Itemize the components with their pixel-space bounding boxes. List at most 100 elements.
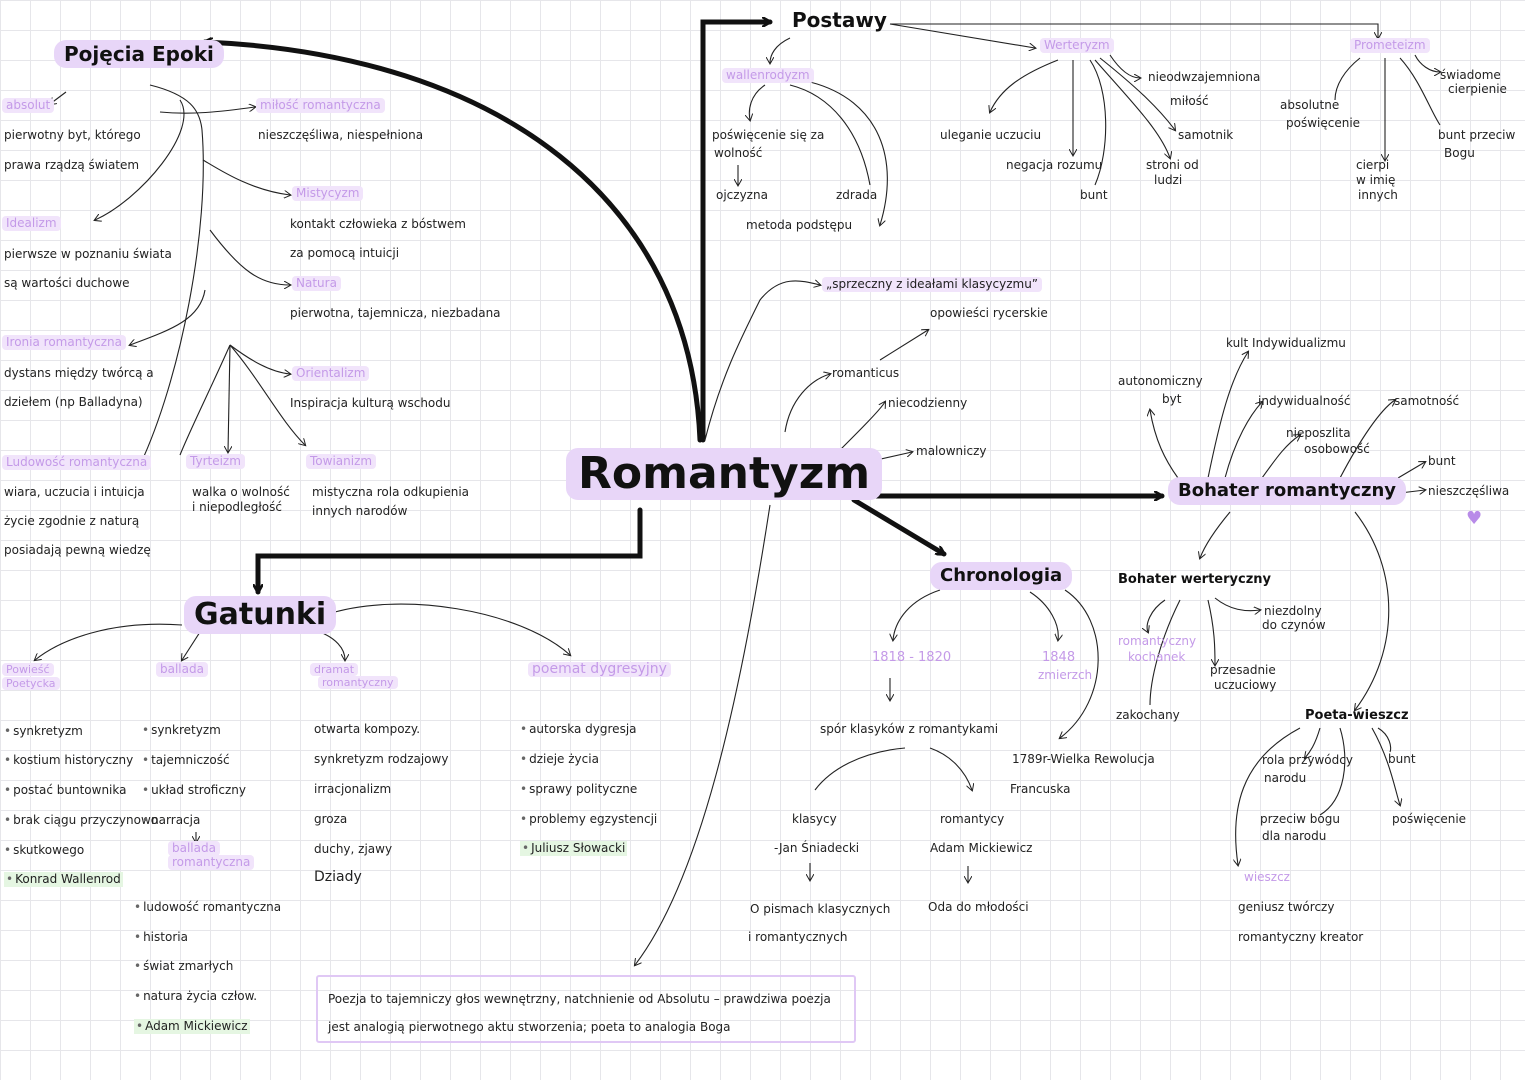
prometeizm-c4: w imię <box>1356 173 1396 187</box>
central-topic: Romantyzm <box>566 448 883 500</box>
poetry-quote-line-1: Poezja to tajemniczy głos wewnętrzny, na… <box>328 992 831 1006</box>
powiesc-label-1: Powieść <box>2 663 54 676</box>
ironia-desc-2: dziełem (np Balladyna) <box>4 395 143 409</box>
werteryczny-c6: niezdolny <box>1264 604 1322 618</box>
wallenrodyzm-c3: ojczyzna <box>716 188 768 202</box>
etymology-c4: niecodzienny <box>888 396 968 410</box>
idealizm-desc-2: są wartości duchowe <box>4 276 130 290</box>
idealizm-desc-1: pierwsze w poznaniu świata <box>4 247 172 261</box>
ludowosc-label: Ludowość romantyczna <box>2 455 152 470</box>
werteryzm-c6: samotnik <box>1178 128 1234 142</box>
werteryczny-c1: romantyczny <box>1118 634 1197 648</box>
poeta-c5: dla narodu <box>1262 829 1327 843</box>
werteryzm-c2: negacja rozumu <box>1006 158 1103 172</box>
powiesc-item-2: kostium historyczny <box>4 753 133 768</box>
prometeizm-c7: Bogu <box>1444 146 1475 160</box>
tyrteizm-desc-2: i niepodległość <box>192 500 282 514</box>
chrono-rewolucja-1: 1789r-Wielka Rewolucja <box>1012 752 1155 766</box>
poeta-c8: geniusz twórczy <box>1238 900 1335 914</box>
gatunki-title: Gatunki <box>184 596 337 634</box>
mistycyzm-desc-1: kontakt człowieka z bóstwem <box>290 217 466 231</box>
mistycyzm-label: Mistycyzm <box>292 186 364 201</box>
ballada-sub-item-4: natura życia człow. <box>134 989 257 1004</box>
ballada-item-4: narracja <box>142 813 200 828</box>
orientalizm-label: Orientalizm <box>292 366 370 381</box>
ballada-item-3: układ stroficzny <box>142 783 246 798</box>
chrono-o2: i romantycznych <box>748 930 848 944</box>
wallenrodyzm-c4: zdrada <box>836 188 878 202</box>
chrono-jan: -Jan Śniadecki <box>774 841 860 855</box>
poeta-c4: przeciw bogu <box>1260 812 1340 826</box>
werteryczny-c5: uczuciowy <box>1214 678 1277 692</box>
etymology-c2: opowieści rycerskie <box>930 306 1048 320</box>
towianizm-desc-1: mistyczna rola odkupienia <box>312 485 470 499</box>
werteryczny-c2: kochanek <box>1128 650 1186 664</box>
towianizm-label: Towianizm <box>306 454 377 469</box>
ballada-sub-item-2: historia <box>134 930 188 945</box>
prometeizm-c8: świadome <box>1440 68 1501 82</box>
dramat-item-1: otwarta kompozy. <box>314 722 421 736</box>
dramat-work: Dziady <box>314 869 362 885</box>
epoka-title: Pojęcia Epoki <box>54 40 224 68</box>
poeta-c6: poświęcenie <box>1392 812 1467 826</box>
idealizm-label: Idealizm <box>2 216 61 231</box>
ludowosc-desc-1: wiara, uczucia i intuicja <box>4 485 145 499</box>
ballada-sub-item-1: ludowość romantyczna <box>134 900 281 915</box>
chrono-klasycy: klasycy <box>792 812 837 826</box>
tyrteizm-desc-1: walka o wolność <box>192 485 290 499</box>
poeta-c3: bunt <box>1388 752 1416 766</box>
natura-label: Natura <box>292 276 341 291</box>
werteryzm-c5: ludzi <box>1154 173 1183 187</box>
ballada-sub-1: ballada <box>168 841 220 856</box>
bohater-b4: indywidualność <box>1258 394 1351 408</box>
milosc-desc: nieszczęśliwa, niespełniona <box>258 128 424 142</box>
poetry-quote-box: Poezja to tajemniczy głos wewnętrzny, na… <box>316 975 856 1043</box>
wallenrodyzm-c5: metoda podstępu <box>746 218 853 232</box>
prometeizm-label: Prometeizm <box>1350 38 1430 53</box>
werteryzm-c3: bunt <box>1080 188 1108 202</box>
etymology-c3: romanticus <box>832 366 900 380</box>
chrono-rewolucja-2: Francuska <box>1010 782 1071 796</box>
orientalizm-desc: Inspiracja kulturą wschodu <box>290 396 451 410</box>
absolut-desc-2: prawa rządzą światem <box>4 158 140 172</box>
bohater-b3: byt <box>1162 392 1182 406</box>
prometeizm-c1: absolutne <box>1280 98 1340 112</box>
powiesc-item-4: brak ciągu przyczynowo <box>4 813 158 828</box>
poemat-item-4: problemy egzystencji <box>520 812 657 827</box>
ludowosc-desc-2: życie zgodnie z naturą <box>4 514 140 528</box>
dramat-label-1: dramat <box>310 663 359 676</box>
poeta-title: Poeta-wieszcz <box>1305 708 1409 723</box>
poemat-item-1: autorska dygresja <box>520 722 636 737</box>
poemat-label: poemat dygresyjny <box>528 662 671 677</box>
poeta-c1: rola przywódcy <box>1262 753 1353 767</box>
werteryczny-title: Bohater werteryczny <box>1118 572 1271 587</box>
bohater-b7: osobowość <box>1304 442 1370 456</box>
dramat-item-2: synkretyzm rodzajowy <box>314 752 449 766</box>
dramat-item-5: duchy, zjawy <box>314 842 393 856</box>
prometeizm-c5: innych <box>1358 188 1398 202</box>
prometeizm-c3: cierpi <box>1356 158 1390 172</box>
postawy-title: Postawy <box>792 8 887 32</box>
powiesc-item-1: synkretyzm <box>4 724 83 739</box>
etymology-c1: „sprzeczny z ideałami klasycyzmu” <box>822 277 1043 292</box>
bohater-b6: nieposzlita <box>1286 426 1351 440</box>
ballada-item-2: tajemniczość <box>142 753 230 768</box>
towianizm-desc-2: innych narodów <box>312 504 408 518</box>
absolut-desc-1: pierwotny byt, którego <box>4 128 141 142</box>
powiesc-item-5: skutkowego <box>4 843 84 858</box>
prometeizm-c2: poświęcenie <box>1286 116 1361 130</box>
ballada-work: Adam Mickiewicz <box>134 1019 250 1034</box>
ballada-label: ballada <box>156 662 208 677</box>
ballada-item-1: synkretyzm <box>142 723 221 738</box>
prometeizm-c9: cierpienie <box>1448 82 1507 96</box>
wallenrodyzm-c2: wolność <box>714 146 763 160</box>
poetry-quote-line-2: jest analogią pierwotnego aktu stworzeni… <box>328 1020 731 1034</box>
werteryczny-c4: przesadnie <box>1210 663 1276 677</box>
absolut-label: absolut <box>2 98 55 113</box>
chronologia-title: Chronologia <box>930 562 1073 590</box>
bohater-b8: bunt <box>1428 454 1456 468</box>
werteryzm-c7: nieodwzajemniona <box>1148 70 1261 84</box>
bohater-title: Bohater romantyczny <box>1168 477 1406 505</box>
bohater-b5: samotność <box>1394 394 1460 408</box>
